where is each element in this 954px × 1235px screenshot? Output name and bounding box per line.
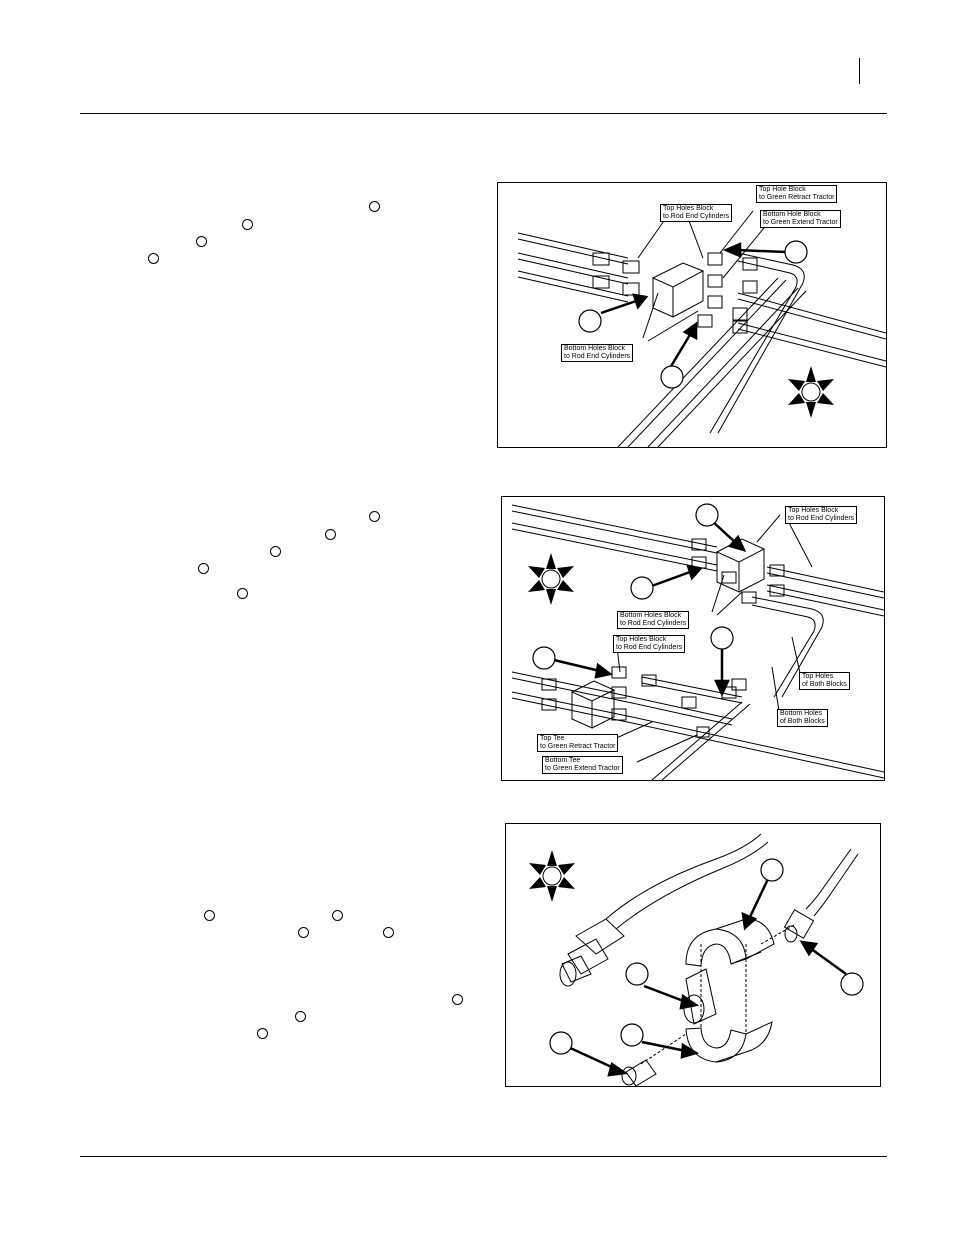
figure-3-drawing — [529, 833, 864, 1086]
figure-2-two-blocks: Top Holes Block to Rod End Cylinders Bot… — [501, 496, 885, 781]
text-callout — [295, 1011, 306, 1022]
figure-2-drawing — [511, 503, 884, 780]
label-bottom-tee-extend: Bottom Tee to Green Extend Tractor — [542, 756, 623, 774]
label-top-tee-retract: Top Tee to Green Retract Tractor — [537, 734, 619, 752]
text-callout — [332, 910, 343, 921]
compass-icon — [788, 366, 834, 418]
label-bottom-holes-block: Bottom Holes Block to Rod End Cylinders — [561, 344, 634, 362]
text-callout — [198, 563, 209, 574]
text-callout — [242, 219, 253, 230]
text-callout — [148, 253, 159, 264]
text-callout — [325, 529, 336, 540]
text-callout — [196, 236, 207, 247]
label-top-holes-block: Top Holes Block to Rod End Cylinders — [660, 204, 733, 222]
figure-1-hose-block: Top Holes Block to Rod End Cylinders Top… — [497, 182, 887, 448]
text-callout — [298, 927, 309, 938]
text-callout — [369, 201, 380, 212]
label-bottom-hole-block-extend: Bottom Hole Block to Green Extend Tracto… — [760, 210, 841, 228]
text-callout — [270, 546, 281, 557]
text-callout — [257, 1028, 268, 1039]
header-tab-mark — [859, 58, 860, 84]
label-top-holes-block-2: Top Holes Block to Rod End Cylinders — [613, 635, 686, 653]
text-callout — [452, 994, 463, 1005]
figure-3-hose-holder — [505, 823, 881, 1087]
text-callout — [237, 588, 248, 599]
label-top-holes-both: Top Holes of Both Blocks — [799, 672, 850, 690]
label-top-hole-block-retract: Top Hole Block to Green Retract Tractor — [756, 185, 838, 203]
compass-icon — [528, 553, 574, 605]
label-top-holes-block-1: Top Holes Block to Rod End Cylinders — [785, 506, 858, 524]
footer-rule — [80, 1156, 887, 1157]
compass-icon — [529, 850, 575, 902]
figure-1-drawing — [517, 210, 886, 447]
text-callout — [369, 511, 380, 522]
text-callout — [383, 927, 394, 938]
text-callout — [204, 910, 215, 921]
label-bottom-holes-block: Bottom Holes Block to Rod End Cylinders — [617, 611, 690, 629]
label-bottom-holes-both: Bottom Holes of Both Blocks — [777, 709, 828, 727]
header-rule — [80, 113, 887, 114]
